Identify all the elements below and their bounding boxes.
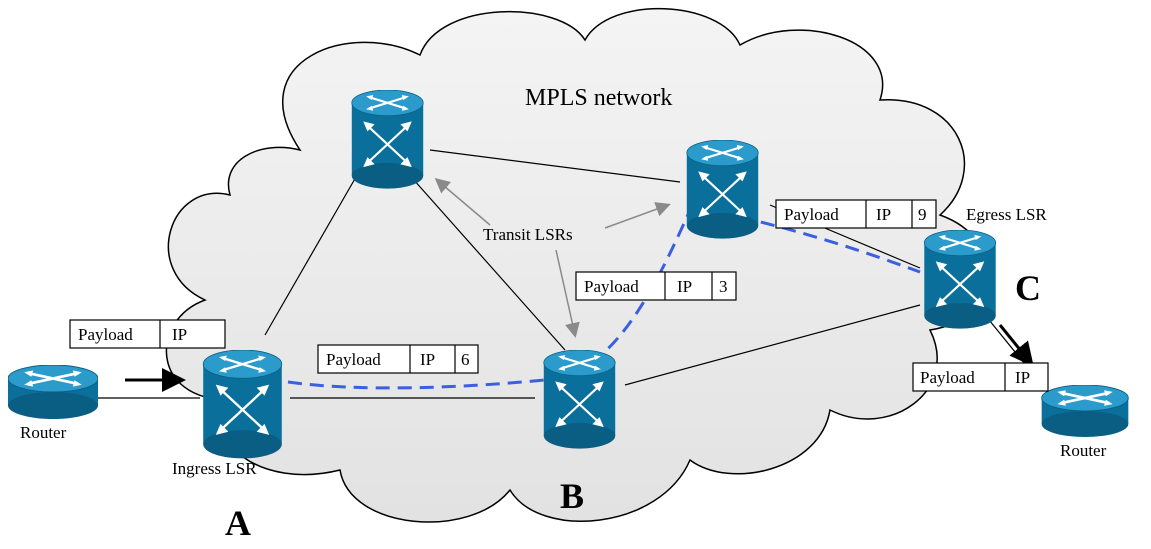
packet-egress-out: Payload IP <box>912 362 1049 392</box>
ingress-lsr-icon <box>201 350 284 460</box>
packet-payload: Payload <box>326 350 381 369</box>
packet-ingress-in: Payload IP <box>69 319 226 349</box>
transit-right-lsr-icon <box>685 140 760 240</box>
transit-pointers <box>434 178 671 338</box>
link-top-mid <box>404 169 566 351</box>
node-letter-a: A <box>225 503 251 543</box>
link-top-right <box>429 149 681 183</box>
router-right-icon <box>1040 385 1130 437</box>
packet-payload: Payload <box>78 325 133 344</box>
packet-a-to-b: Payload IP 6 <box>317 344 479 374</box>
link-mid-egress <box>624 304 921 386</box>
node-letter-b: B <box>560 476 584 516</box>
packet-b-to-top: Payload IP 3 <box>575 271 737 301</box>
packet-payload: Payload <box>784 205 839 224</box>
ingress-label: Ingress LSR <box>172 459 257 478</box>
transit-mid-lsr-icon <box>542 350 617 450</box>
link-ingress-top <box>264 169 361 336</box>
transit-top-lsr-icon <box>350 90 425 190</box>
network-label: MPLS network <box>525 85 672 111</box>
egress-label: Egress LSR <box>966 205 1047 224</box>
egress-arrow <box>998 324 1034 367</box>
packet-ip: IP <box>876 205 891 224</box>
router-left-icon <box>8 365 98 419</box>
packet-ip: IP <box>1015 368 1030 387</box>
router-left-label: Router <box>20 423 67 442</box>
transit-label: Transit LSRs <box>483 225 573 244</box>
packet-payload: Payload <box>920 368 975 387</box>
packet-top-to-c: Payload IP 9 <box>775 199 937 229</box>
packet-ip: IP <box>420 350 435 369</box>
packet-ip: IP <box>172 325 187 344</box>
packet-payload: Payload <box>584 277 639 296</box>
packet-label: 6 <box>461 350 470 369</box>
node-letter-c: C <box>1015 268 1041 308</box>
packet-label: 9 <box>918 205 927 224</box>
packet-label: 3 <box>719 277 728 296</box>
router-right-label: Router <box>1060 441 1107 460</box>
packet-ip: IP <box>677 277 692 296</box>
egress-lsr-icon <box>922 230 998 330</box>
